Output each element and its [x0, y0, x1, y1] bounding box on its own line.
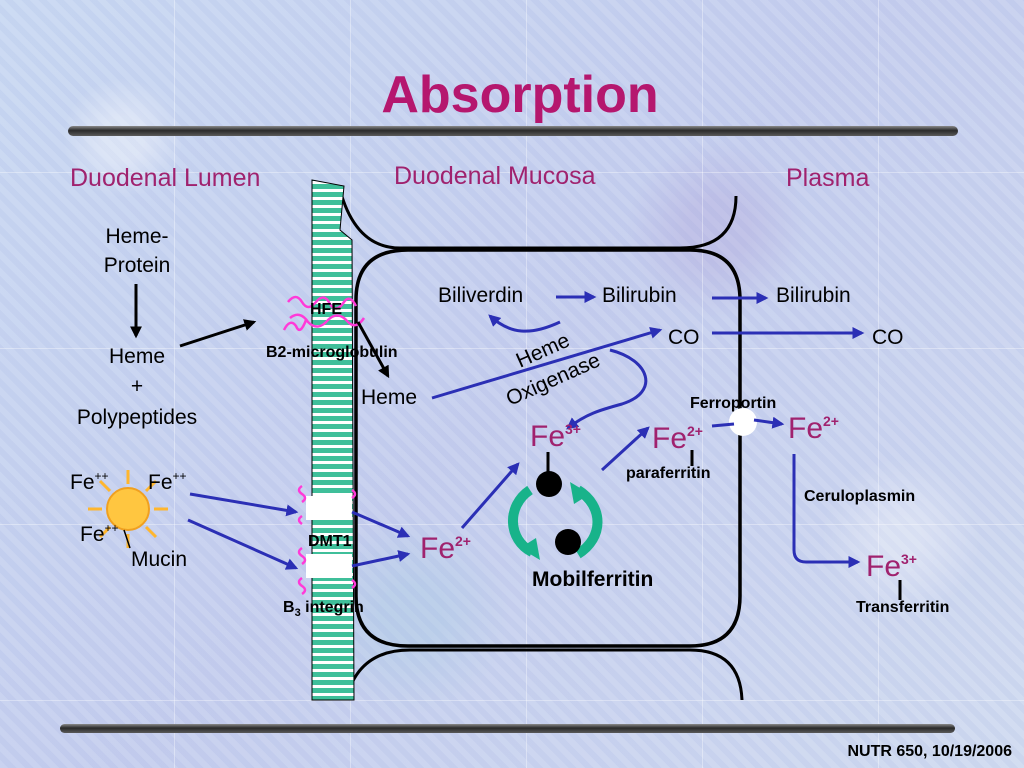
- page-title: Absorption: [381, 66, 658, 124]
- arrow-heme-to-co: [431, 326, 663, 400]
- heme-protein-label-line2: Protein: [104, 254, 171, 277]
- arrow-hfe-to-heme: [356, 321, 390, 379]
- bilirubin-plasma-label: Bilirubin: [776, 284, 851, 307]
- lower-cell-outline: [344, 648, 744, 701]
- arrow-fe2-to-fe3-plasma: [792, 454, 861, 568]
- arrow-fe-to-integrin: [187, 518, 299, 570]
- fe2-paraferritin: Fe2+: [652, 422, 703, 455]
- biliverdin-label: Biliverdin: [438, 284, 523, 307]
- fe-lumen-left: Fe++: [70, 469, 109, 494]
- mucin-leader: [123, 529, 131, 549]
- mobilferritin-cycle: [508, 471, 603, 560]
- arrow-oxygenase-to-biliverdin: [488, 314, 561, 333]
- heme-label-mucosa: Heme: [361, 386, 417, 409]
- fe-lumen-right: Fe++: [148, 469, 187, 494]
- upper-cell-outline: [338, 189, 738, 250]
- arrow-cycle-to-fe2: [600, 426, 650, 472]
- co-plasma-label: CO: [872, 326, 904, 349]
- ferroportin-channel: [729, 408, 757, 436]
- fe3-mucosa: Fe3+: [530, 420, 581, 453]
- hfe-receptor: [282, 295, 366, 332]
- paraferritin-label: paraferritin: [626, 465, 710, 482]
- mobilferritin-label: Mobilferritin: [532, 568, 653, 591]
- plus-label: +: [131, 375, 143, 398]
- hfe-label: HFE: [310, 301, 342, 318]
- fe2-plasma: Fe2+: [788, 412, 839, 445]
- co-mucosa-label: CO: [668, 326, 700, 349]
- b2-microglobulin-label: B2-microglobulin: [266, 344, 398, 361]
- receptor-squiggles: [297, 484, 357, 596]
- header-duodenal-mucosa: Duodenal Mucosa: [394, 162, 596, 190]
- transferritin-label: Transferritin: [856, 599, 949, 616]
- fe2-entry: Fe2+: [420, 532, 471, 565]
- arrow-dmt1-to-fe2: [351, 510, 411, 538]
- arrow-fe-to-dmt1: [189, 492, 299, 517]
- fe-lumen-bottom: Fe++: [80, 521, 119, 546]
- ferroportin-label: Ferroportin: [690, 395, 776, 412]
- bilirubin-mucosa-label: Bilirubin: [602, 284, 677, 307]
- heme-label-lumen: Heme: [109, 345, 165, 368]
- heme-protein-label-line1: Heme-: [105, 225, 168, 248]
- arrow-integrin-to-fe2: [351, 550, 411, 568]
- integrin-channel: [306, 554, 352, 578]
- enterocyte-outline: [354, 248, 742, 648]
- polypeptides-label: Polypeptides: [77, 406, 197, 429]
- dmt1-channel: [306, 496, 352, 520]
- arrow-heme-to-hfe: [179, 319, 257, 348]
- bottom-divider: [60, 724, 955, 733]
- iron-mucin-sun-icon: [88, 470, 168, 548]
- ceruloplasmin-label: Ceruloplasmin: [804, 488, 915, 505]
- arrow-fe2-to-fe3: [460, 462, 520, 529]
- mucin-label: Mucin: [131, 548, 187, 571]
- arrow-fe2-to-ferroportin: [711, 422, 735, 428]
- dmt1-label: DMT1: [308, 533, 352, 550]
- arrow-ferroportin-to-plasma: [753, 416, 785, 429]
- arrow-oxygenase-to-fe3: [566, 348, 648, 430]
- footer-course-date: NUTR 650, 10/19/2006: [847, 743, 1012, 760]
- b3-integrin-label: B3 integrin: [283, 599, 364, 619]
- header-duodenal-lumen: Duodenal Lumen: [70, 164, 260, 192]
- brush-border-membrane: [311, 179, 355, 701]
- header-plasma: Plasma: [786, 164, 869, 192]
- fe3-plasma: Fe3+: [866, 550, 917, 583]
- title-divider: [68, 126, 958, 136]
